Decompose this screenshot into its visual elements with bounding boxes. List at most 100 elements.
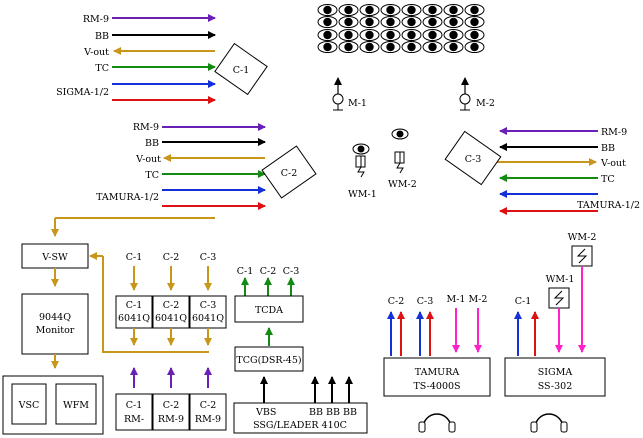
rm-box-3: [189, 393, 227, 431]
sigma-label-1: SIGMA: [538, 367, 573, 378]
tcda-output-label-1: C-1: [237, 266, 254, 277]
wfm-box: [55, 383, 97, 425]
pupil: [449, 17, 458, 27]
signal-label-bb: BB: [95, 31, 109, 42]
tamura-label-1: TAMURA: [415, 367, 460, 378]
vsw-label: V-SW: [41, 252, 68, 263]
camera-1-signal-group: RM-9 BB V-out TC SIGMA-1/2 C-1: [56, 14, 268, 104]
pupil: [407, 17, 416, 27]
ccu-label-3b: 6041Q: [192, 313, 224, 324]
ccu-label-2b: 6041Q: [155, 313, 187, 324]
ccu-box-1: [115, 295, 153, 329]
pupil: [344, 42, 353, 52]
signal-label-bb: BB: [145, 138, 159, 149]
signal-label-tamura: TAMURA-1/2: [96, 192, 159, 203]
pupil: [428, 42, 437, 52]
mic-m1: M-1: [332, 77, 367, 111]
microphone-icon: [332, 93, 344, 105]
audience-eyes-icon: [317, 4, 485, 53]
rm-label-2b: RM-9: [158, 414, 184, 425]
rm-label-2a: C-2: [163, 400, 180, 411]
pupil: [365, 42, 374, 52]
tamura-mic-label-1: M-1: [447, 294, 466, 305]
pupil: [344, 17, 353, 27]
rm-box-1: [115, 393, 153, 431]
signal-label-rm9: RM-9: [601, 127, 627, 138]
signal-label-tc: TC: [95, 63, 109, 74]
ssg-box: [233, 402, 368, 434]
pupil: [449, 30, 458, 40]
headphones-icon: [530, 413, 568, 433]
signal-label-rm9: RM-9: [133, 122, 159, 133]
mic-label: M-1: [348, 98, 367, 109]
mic-wm2: WM-2: [388, 128, 417, 190]
mic-label: WM-1: [348, 189, 377, 200]
sigma-receiver: C-1 WM-1 WM-2 SIGMA SS-302: [504, 232, 606, 433]
pupil: [323, 30, 332, 40]
pupil: [323, 17, 332, 27]
pupil: [386, 5, 395, 15]
ccu-label-2a: C-2: [163, 300, 180, 311]
tcg-box: [234, 346, 304, 372]
ssg-vbs-label: VBS: [255, 407, 276, 418]
tamura-mic-label-2: M-2: [469, 294, 488, 305]
signal-label-vout: V-out: [600, 158, 626, 169]
camera-3-box: [444, 130, 502, 186]
pupil: [386, 42, 395, 52]
rm-label-3b: RM-9: [195, 414, 221, 425]
tcda-box: [234, 295, 304, 323]
ccu-group: C-1 C-2 C-3 C-1 6041Q C-2 6041Q C-3 6041…: [89, 252, 227, 353]
camera-3-label: C-3: [465, 154, 482, 165]
pupil: [407, 42, 416, 52]
pupil: [386, 30, 395, 40]
mic-label: WM-2: [388, 179, 417, 190]
pupil: [449, 5, 458, 15]
signal-label-tamura: TAMURA-1/2: [577, 200, 640, 211]
camera-3-signal-group: RM-9 BB V-out TC TAMURA-1/2 C-3: [444, 127, 640, 215]
vsc-label: VSC: [18, 400, 40, 411]
tamura-receiver: C-2 C-3 M-1 M-2 TAMURA TS-4000S: [383, 294, 491, 433]
pupil: [365, 5, 374, 15]
pupil: [407, 5, 416, 15]
sync-chain: C-1 C-2 C-3 TCDA TCG(DSR-45) VBS BB BB B…: [233, 266, 368, 434]
tamura-input-label-1: C-2: [388, 296, 405, 307]
sigma-box: [504, 357, 606, 397]
ccu-input-label-3: C-3: [200, 252, 217, 263]
pupil: [428, 17, 437, 27]
pupil: [428, 5, 437, 15]
signal-label-tc: TC: [145, 170, 159, 181]
vsw-monitor-chain: V-SW 9044Q Monitor VSC WFM: [2, 217, 215, 435]
wfm-label: WFM: [63, 400, 89, 411]
pupil: [323, 42, 332, 52]
monitor-label-2: Monitor: [36, 325, 75, 336]
rm9-remotes: C-1 RM- C-2 RM-9 C-2 RM-9: [115, 367, 227, 431]
pupil: [470, 30, 479, 40]
tcg-label: TCG(DSR-45): [236, 355, 301, 366]
tamura-input-label-2: C-3: [417, 296, 434, 307]
ssg-bb-label: BB BB BB: [309, 407, 357, 418]
rm-label-1b: RM-: [124, 414, 144, 425]
camera-2-signal-group: RM-9 BB V-out TC TAMURA-1/2 C-2: [96, 122, 317, 210]
vsc-box: [11, 383, 47, 425]
pupil: [344, 5, 353, 15]
pupil: [323, 5, 332, 15]
rm-box-2: [152, 393, 190, 431]
monitor-box: [21, 293, 89, 355]
ccu-label-1b: 6041Q: [118, 313, 150, 324]
camera-1-box: [214, 42, 268, 96]
tcda-output-label-3: C-3: [283, 266, 300, 277]
pupil: [470, 42, 479, 52]
pupil: [470, 5, 479, 15]
signal-label-sigma: SIGMA-1/2: [56, 87, 109, 98]
vsw-box: [21, 243, 89, 269]
sigma-label-2: SS-302: [538, 381, 573, 392]
pupil: [407, 30, 416, 40]
camera-2-label: C-2: [281, 168, 298, 179]
rm-label-3a: C-2: [200, 400, 217, 411]
camera-2-box: [261, 145, 317, 199]
signal-label-tc: TC: [601, 174, 615, 185]
pupil: [365, 17, 374, 27]
ccu-label-1a: C-1: [126, 300, 143, 311]
camera-1-label: C-1: [233, 65, 250, 76]
